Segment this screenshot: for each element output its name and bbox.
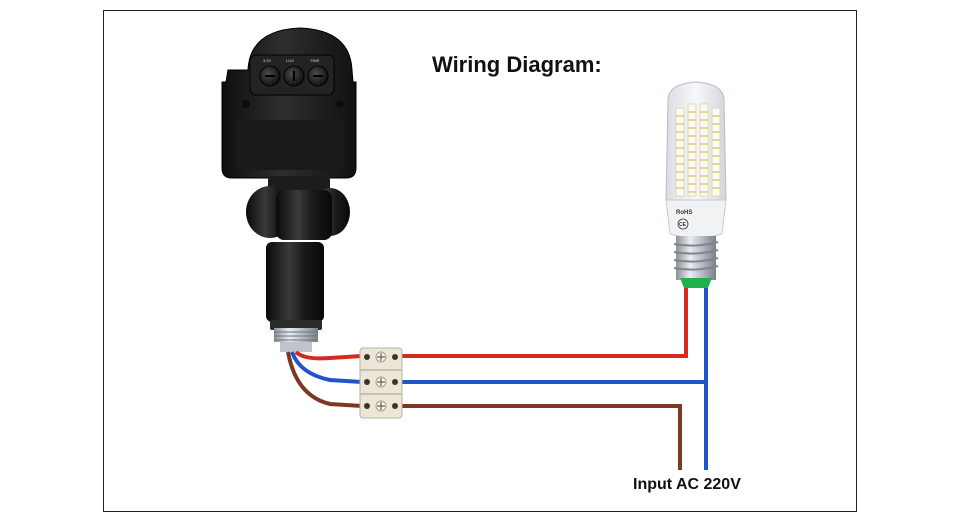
- pir-sensor: 3.5V LUX TIME: [221, 27, 357, 352]
- bulb-screw-base: [676, 236, 716, 280]
- input-voltage-label: Input AC 220V: [633, 476, 741, 493]
- terminal-block: [359, 347, 403, 419]
- wires: [286, 286, 708, 470]
- bulb-collar: [665, 199, 727, 239]
- red-wire-bulb: [402, 286, 688, 358]
- bulb-base-insulator: [680, 278, 712, 288]
- sensor-face: [236, 120, 344, 170]
- brown-wire-input: [402, 404, 682, 470]
- led-corn-bulb: RoHS CE: [665, 81, 727, 288]
- ce-badge: CE: [679, 222, 687, 228]
- knob-label-1: 3.5V: [263, 58, 272, 63]
- brown-wire-sensor: [286, 351, 363, 408]
- knob-label-2: LUX: [286, 58, 294, 63]
- diagram-frame: [103, 10, 857, 512]
- red-wire-sensor: [294, 350, 363, 361]
- blue-wire-sensor: [290, 351, 363, 384]
- knob-label-3: TIME: [310, 58, 320, 63]
- led-array: [675, 103, 721, 197]
- rohs-badge: RoHS: [676, 210, 692, 216]
- diagram-title: Wiring Diagram:: [432, 52, 602, 77]
- sensor-neck: [266, 242, 324, 322]
